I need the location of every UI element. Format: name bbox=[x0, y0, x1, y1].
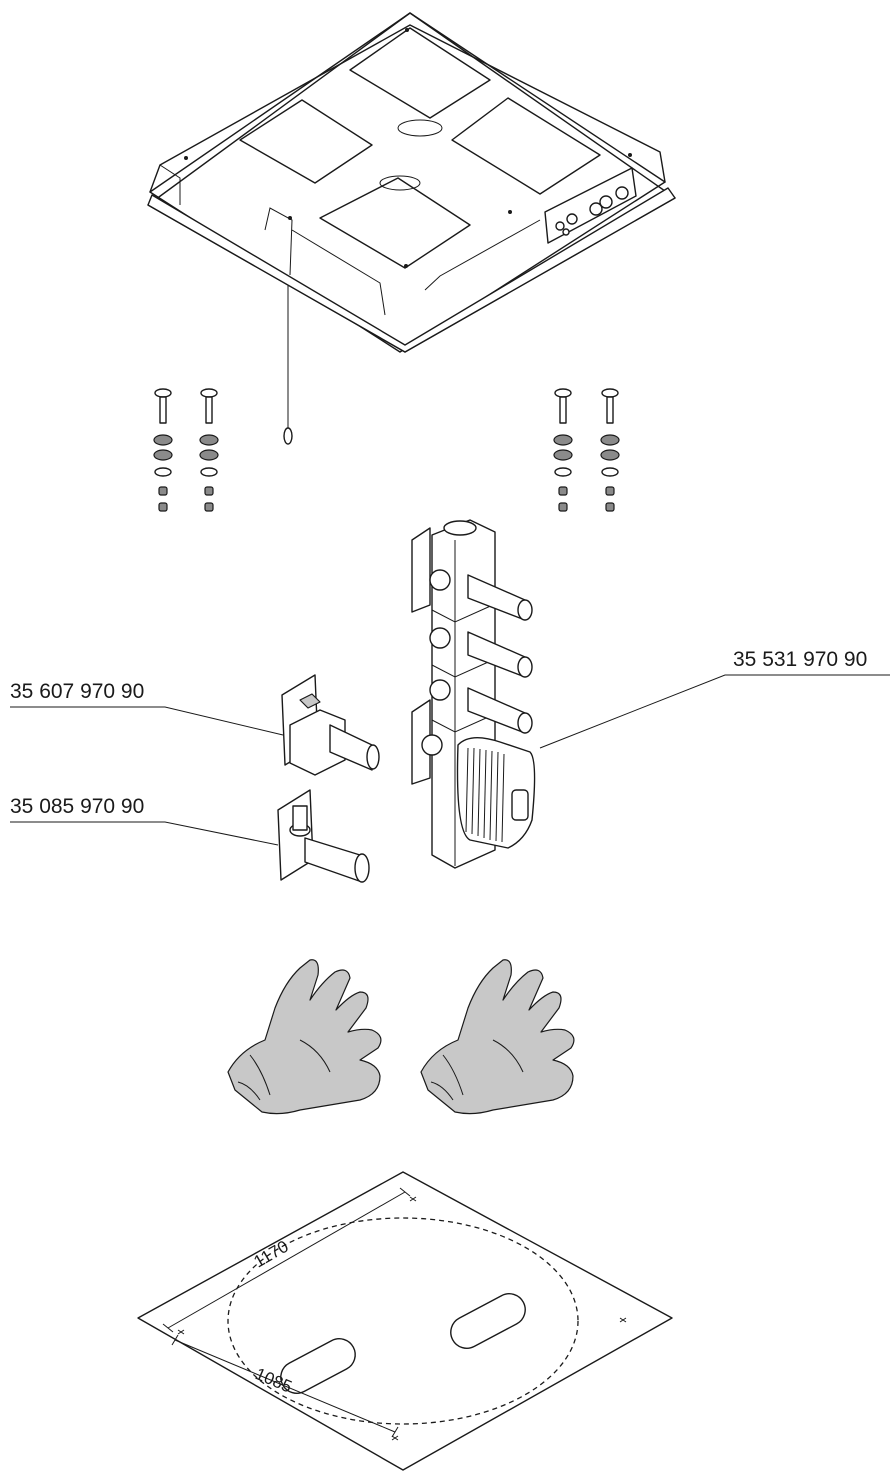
callout-leaders bbox=[10, 674, 890, 846]
gloves-right bbox=[420, 959, 575, 1115]
callout-wall-elbow: 35 085 970 90 bbox=[10, 795, 144, 818]
installation-template: 1170 1085 bbox=[137, 1171, 673, 1471]
pad-left bbox=[239, 99, 373, 184]
wall-elbow-unit bbox=[277, 789, 370, 883]
pad-top bbox=[349, 27, 491, 119]
concealed-mixer-block bbox=[411, 519, 536, 869]
callout-wall-valve: 35 607 970 90 bbox=[10, 680, 144, 703]
fixing-set-left bbox=[153, 388, 219, 512]
gloves-left bbox=[227, 959, 382, 1115]
pad-right bbox=[451, 97, 601, 195]
callout-mixer-block: 35 531 970 90 bbox=[733, 648, 867, 671]
wall-valve-unit bbox=[281, 674, 380, 776]
slot-upper bbox=[450, 1293, 526, 1349]
head-outline bbox=[227, 1217, 579, 1425]
fixing-set-right bbox=[553, 388, 620, 512]
ceiling-shower-head bbox=[147, 12, 676, 445]
pad-bottom bbox=[319, 177, 471, 269]
